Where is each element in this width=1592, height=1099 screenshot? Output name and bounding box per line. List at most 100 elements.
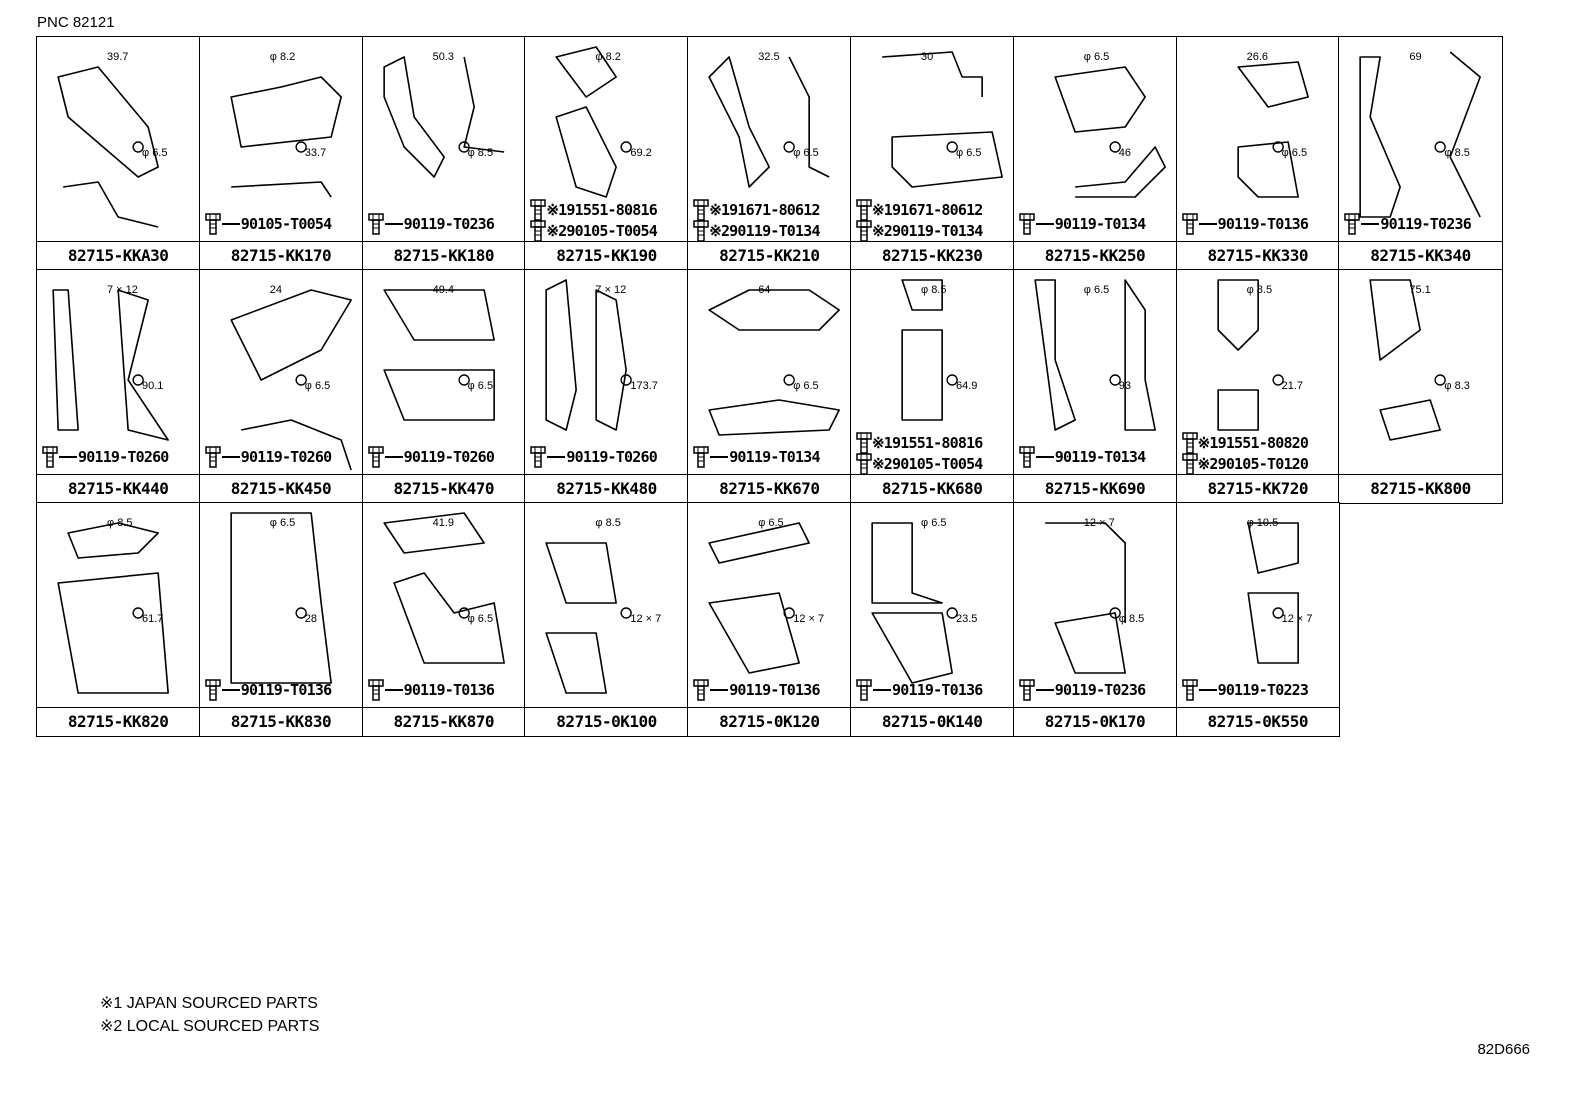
bolt-icon — [530, 220, 547, 242]
bolt-number: 90119-T0134 — [1054, 215, 1146, 233]
dimension-label: φ 8.5 — [467, 147, 494, 159]
bolt-number: 90119-T0136 — [1217, 215, 1309, 233]
note-japan: ※1 JAPAN SOURCED PARTS — [100, 995, 318, 1012]
hole-mark — [295, 374, 307, 386]
dimension-label: φ 6.5 — [269, 517, 296, 529]
bolt-icon — [367, 679, 384, 701]
hole-mark — [1434, 141, 1447, 153]
dimension-label: φ 8.3 — [1444, 380, 1470, 392]
hole-mark — [1109, 607, 1121, 619]
bolt-icon — [1181, 213, 1198, 235]
bolt-number: 90119-T0134 — [1054, 448, 1146, 466]
dimension-label: φ 6.5 — [793, 147, 819, 159]
dimension-label: φ 8.5 — [107, 517, 133, 529]
bolt-icon — [42, 446, 58, 468]
pnc-label: PNC 82121 — [37, 14, 115, 31]
part-number: 82715-0K120 — [688, 706, 851, 736]
hole-mark — [295, 607, 307, 619]
hole-mark — [1109, 141, 1121, 153]
bolt-callout: 90119-T0134 — [1019, 213, 1146, 235]
dimension-label: 41.9 — [432, 517, 455, 529]
hole-mark — [132, 141, 144, 153]
part-number: 82715-0K140 — [851, 706, 1014, 736]
bolt-icon — [1181, 679, 1198, 701]
bolt-icon — [205, 446, 221, 468]
dimension-label: 93 — [1118, 380, 1132, 392]
part-number: 82715-KK230 — [851, 240, 1014, 270]
part-number: 82715-KK340 — [1339, 240, 1502, 270]
part-number: 82715-0K550 — [1176, 706, 1339, 736]
notes: ※1 JAPAN SOURCED PARTS ※2 LOCAL SOURCED … — [100, 992, 319, 1038]
dimension-label: 7 × 12 — [107, 284, 138, 296]
bolt-number: ※290105-T0120 — [1197, 455, 1309, 473]
bolt-number: 90119-T0260 — [403, 448, 495, 466]
part-number: 82715-KK680 — [851, 473, 1014, 503]
part-drawing — [382, 289, 495, 421]
hole-mark — [946, 374, 958, 386]
part-drawing — [871, 522, 958, 684]
part-drawing — [1216, 279, 1284, 431]
dimension-label: φ 8.5 — [1118, 613, 1145, 625]
hole-mark — [1434, 374, 1447, 386]
bolt-icon — [693, 679, 709, 701]
bolt-callout: 90119-T0136 — [205, 679, 332, 701]
part-number: 82715-KK180 — [362, 240, 525, 270]
hole-mark — [783, 374, 796, 386]
part-number: 82715-KK330 — [1176, 240, 1339, 270]
part-drawing — [1369, 279, 1447, 441]
dimension-label: φ 6.5 — [1083, 51, 1110, 63]
dimension-label: φ 6.5 — [142, 147, 168, 159]
bolt-callout: 90119-T0136 — [856, 679, 983, 701]
dimension-label: 24 — [269, 284, 283, 296]
bolt-callout: ※191671-80612 — [693, 199, 821, 221]
part-drawing — [708, 56, 830, 188]
dimension-label: 49.4 — [432, 284, 455, 296]
part-number: 82715-KK720 — [1176, 473, 1339, 503]
dimension-label: 12 × 7 — [793, 613, 825, 625]
dimension-label: φ 6.5 — [956, 147, 982, 159]
dimension-label: φ 6.5 — [793, 380, 819, 392]
dimension-label: φ 10.5 — [1246, 517, 1279, 529]
note-local: ※2 LOCAL SOURCED PARTS — [100, 1018, 320, 1035]
dimension-label: 173.7 — [630, 380, 658, 392]
bolt-number: 90119-T0260 — [240, 448, 332, 466]
dimension-label: 90.1 — [142, 380, 164, 392]
dimension-label: φ 6.5 — [921, 517, 947, 529]
bolt-callout: ※290119-T0134 — [693, 220, 821, 242]
dimension-label: φ 6.5 — [1083, 284, 1110, 296]
bolt-icon — [1019, 679, 1035, 701]
dimension-label: 32.5 — [758, 51, 780, 63]
dimension-label: 64.9 — [956, 380, 978, 392]
part-drawing — [901, 279, 958, 421]
part-number: 82715-KK830 — [199, 706, 363, 736]
bolt-number: ※290105-T0054 — [546, 222, 657, 240]
bolt-icon — [693, 199, 709, 221]
part-drawing — [545, 279, 633, 431]
dimension-label: 12 × 7 — [1083, 517, 1115, 529]
hole-mark — [1109, 374, 1121, 386]
bolt-icon — [530, 446, 547, 468]
part-number: 82715-KK670 — [688, 473, 851, 503]
part-drawing — [1034, 279, 1156, 431]
part-drawing — [708, 289, 841, 436]
part-drawing — [382, 56, 504, 178]
part-drawing — [57, 522, 169, 694]
part-number: 82715-KK820 — [37, 706, 200, 736]
part-number: 82715-0K100 — [525, 706, 688, 736]
bolt-number: 90119-T0136 — [240, 681, 332, 699]
hole-mark — [458, 141, 470, 153]
bolt-number: 90119-T0260 — [78, 448, 169, 466]
part-drawing — [1044, 522, 1126, 674]
dimension-label: 61.7 — [142, 613, 164, 625]
